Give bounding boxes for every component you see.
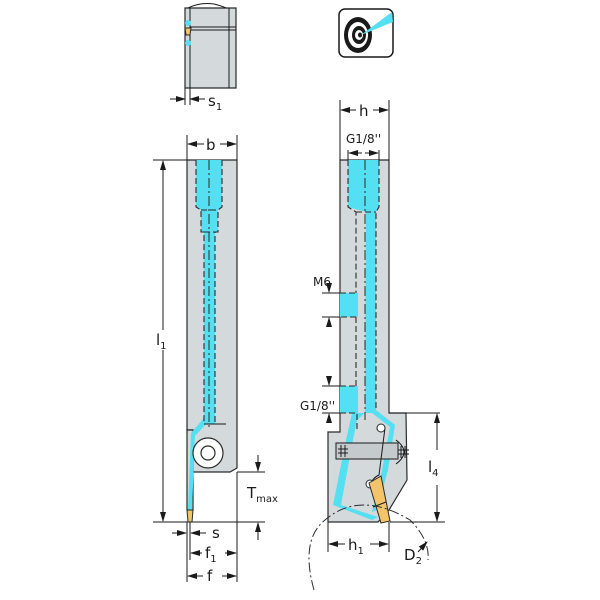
d2-arc: [308, 504, 429, 591]
coolant-channel-branch: [188, 418, 206, 510]
top-view: s1: [170, 3, 237, 113]
hidden-line: [340, 385, 358, 430]
f1-label: f1: [205, 544, 217, 565]
coolant-channel: [333, 160, 395, 520]
screw-thread: [338, 445, 348, 457]
hidden-line: [340, 292, 357, 386]
side-view-insert: [368, 475, 391, 524]
h1-label: h1: [348, 536, 364, 557]
front-view-insert: [186, 509, 194, 523]
coolant-outlet-dot: [185, 20, 191, 26]
hidden-line: [375, 160, 380, 410]
top-view-arc: [187, 3, 227, 9]
g18-port: [340, 386, 358, 413]
side-view: h G1/8'' M6 G1/8'' l4 h1 D2: [300, 100, 445, 591]
s1-label: s1: [208, 92, 222, 113]
hidden-line: [195, 160, 205, 424]
m6-port: [340, 293, 358, 317]
m6-label: M6: [313, 275, 331, 289]
front-view: b l1 Tmax s f1 f: [153, 135, 278, 585]
g18-top-label: G1/8'': [346, 132, 381, 146]
b-label: b: [206, 136, 216, 154]
screw-thread: [398, 446, 409, 458]
s-label: s: [212, 524, 220, 542]
coolant-through-target-icon: [338, 8, 394, 58]
l4-label: l4: [428, 458, 439, 479]
l1-label: l1: [156, 331, 167, 352]
d2-arrow: [417, 541, 428, 553]
d2-label: D2: [404, 546, 422, 567]
clamp-screw-hole: [200, 445, 216, 461]
g18-mid-label: G1/8'': [300, 399, 335, 413]
top-view-insert: [184, 27, 192, 36]
f-label: f: [207, 567, 213, 585]
tmax-label: Tmax: [246, 484, 278, 505]
hidden-line: [347, 160, 357, 293]
coolant-outlet-dot: [185, 40, 191, 46]
top-view-body: [184, 7, 237, 89]
hidden-line: [214, 160, 223, 424]
screw-head: [395, 439, 405, 465]
h-label: h: [359, 102, 369, 120]
slot-hole: [376, 423, 386, 433]
